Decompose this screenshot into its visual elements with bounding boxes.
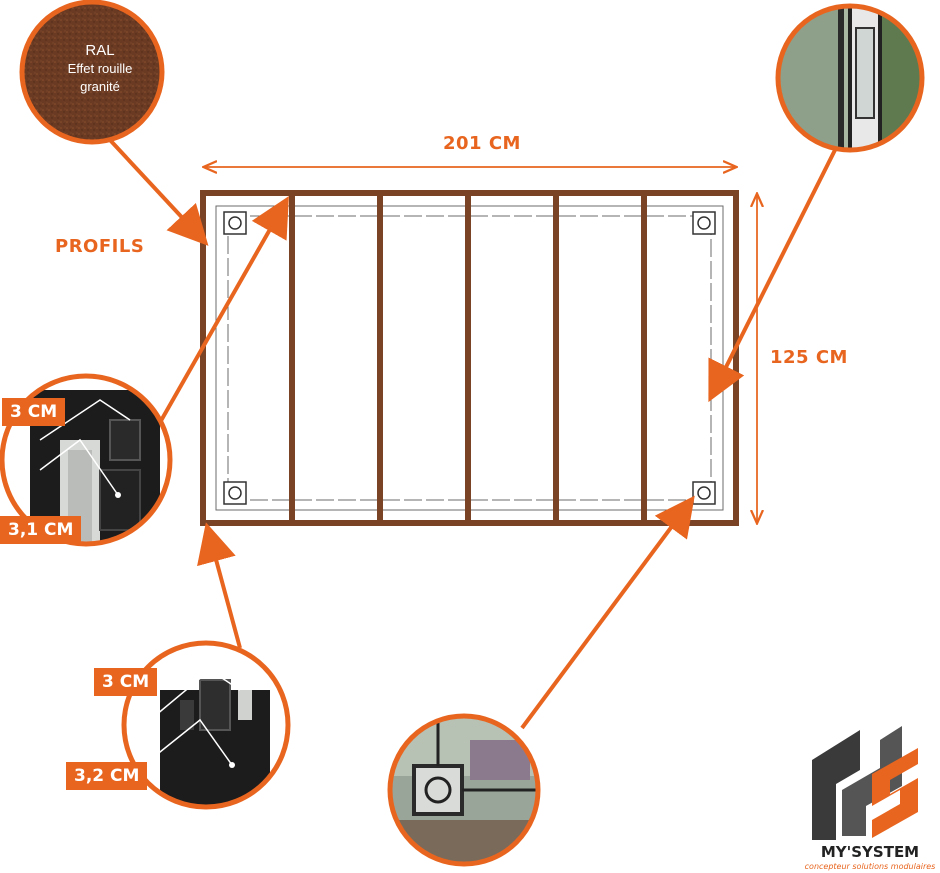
profile-top-dim-b: 3,1 CM — [0, 516, 82, 544]
width-label: 201 CM — [443, 133, 521, 154]
callout-arrows — [108, 138, 837, 730]
corner-post-tl — [223, 211, 247, 235]
corner-post-tr — [692, 211, 716, 235]
profile-top-dim-a: 3 CM — [2, 398, 66, 426]
detail-panel-photo — [775, 3, 925, 153]
corner-post-br — [692, 481, 716, 505]
ral-text: RAL Effet rouille granité — [40, 42, 160, 96]
profile-bottom-dim-b: 3,2 CM — [66, 762, 148, 790]
ral-line3: granité — [80, 79, 120, 94]
brand-logo-icon — [812, 726, 918, 840]
ral-line2: Effet rouille — [67, 61, 133, 76]
brand-name: MY'SYSTEM — [820, 843, 920, 861]
brand-tagline: concepteur solutions modulaires — [804, 862, 936, 871]
ral-title: RAL — [85, 42, 115, 59]
corner-post-bl — [223, 481, 247, 505]
corner-detail-photo — [387, 713, 541, 867]
height-label: 125 CM — [770, 347, 848, 368]
profile-bottom-dim-a: 3 CM — [94, 668, 158, 696]
pergola-frame — [200, 190, 739, 526]
profils-label: PROFILS — [55, 236, 145, 257]
ral-swatch — [19, 0, 165, 145]
